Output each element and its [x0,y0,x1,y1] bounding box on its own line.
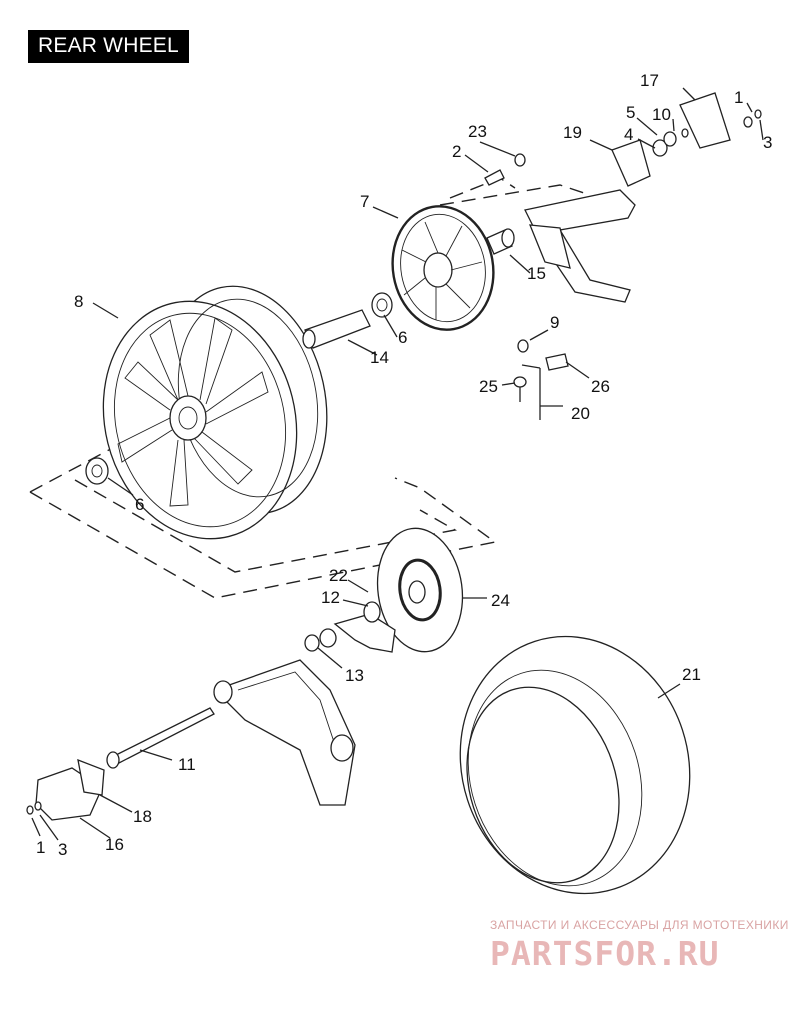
bearing-lower [85,457,109,485]
leader-lines [31,87,764,841]
bearing-upper [371,292,393,318]
callout-2: 2 [452,142,461,161]
caliper-bracket [304,601,396,653]
axle-spacer [302,309,371,349]
callout-11: 11 [178,755,196,774]
watermark-logo: PARTSFOR.RU [490,934,720,973]
rear-tire [459,635,691,895]
watermark-tagline: ЗАПЧАСТИ И АКСЕССУАРЫ ДЛЯ МОТОТЕХНИКИ [490,918,789,932]
callout-7: 7 [360,192,369,211]
rear-sprocket [391,205,495,331]
rear-axle [106,707,215,769]
callout-12: 12 [321,588,340,607]
callout-3b: 3 [58,840,67,859]
callout-24: 24 [491,591,510,610]
callout-6a: 6 [398,328,407,347]
callout-21: 21 [682,665,701,684]
callout-20: 20 [571,404,590,423]
callout-13: 13 [345,666,364,685]
callout-23: 23 [468,122,487,141]
diagram-title: REAR WHEEL [28,30,189,63]
rear-wheel-rim [102,285,328,540]
callout-4: 4 [624,125,633,144]
callout-15: 15 [527,264,546,283]
small-hardware-top [484,109,762,186]
swingarm [213,659,356,806]
callout-14: 14 [370,348,389,367]
sprocket-spacer [486,228,515,255]
callout-16: 16 [105,835,124,854]
callout-5: 5 [626,103,635,122]
callout-labels: 1 3 17 5 10 4 19 23 2 7 15 8 6 14 9 25 2… [36,71,772,859]
callout-3a: 3 [763,133,772,152]
callout-1b: 1 [36,838,45,857]
callout-1a: 1 [734,88,743,107]
callout-17: 17 [640,71,659,90]
callout-10: 10 [652,105,671,124]
small-hardware-middle [513,339,569,402]
callout-25: 25 [479,377,498,396]
callout-22: 22 [329,566,348,585]
callout-18: 18 [133,807,152,826]
axle-cover [26,758,105,821]
callout-26: 26 [591,377,610,396]
callout-9: 9 [550,313,559,332]
callout-8: 8 [74,292,83,311]
callout-6b: 6 [135,495,144,514]
brake-rotor [376,527,464,653]
swingarm-adjuster [524,189,636,303]
axle-adjuster-bracket [611,92,731,187]
callout-19: 19 [563,123,582,142]
